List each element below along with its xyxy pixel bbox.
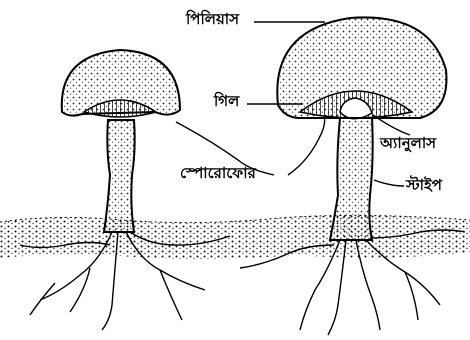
label-gill: গিল [214, 94, 239, 109]
label-pileus: পিলিয়াস [186, 12, 239, 27]
soil [0, 215, 470, 258]
right-stipe [330, 118, 373, 240]
sporophore-leader-right [288, 116, 325, 175]
label-stipe: স্টাইপ [406, 178, 442, 193]
label-annulus: অ্যানুলাস [380, 136, 436, 151]
left-stipe [104, 120, 135, 232]
label-sporophore: স্পোরোফোর [180, 166, 256, 181]
left-mushroom [20, 50, 230, 330]
stipe-leader [374, 180, 404, 186]
